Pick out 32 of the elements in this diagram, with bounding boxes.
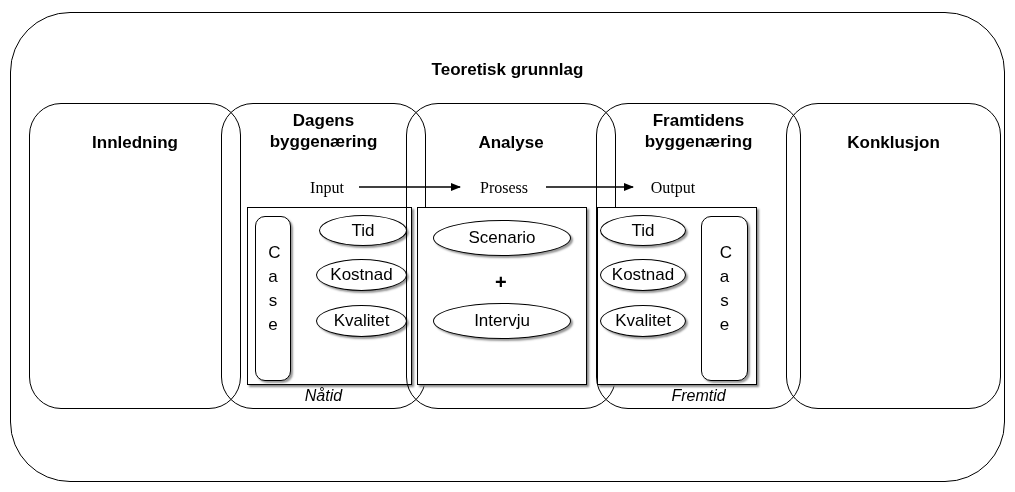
arrow [358,183,461,191]
content-frame [417,207,587,385]
heading-text: Teoretisk grunnlag [430,59,585,80]
content-frame [597,207,757,385]
arrow [545,183,634,191]
heading-text: Analyse [477,132,545,153]
case-box: Case [255,216,291,381]
heading-text: Dagens byggenæring [268,110,379,152]
ellipse-node: Scenario [433,220,571,256]
ellipse-node: Tid [600,215,686,246]
column-panel [786,103,1001,409]
frame-panel [10,12,1005,482]
heading-text: Innledning [91,132,179,153]
caption-text: Nåtid [303,387,344,405]
flow-label: Output [637,177,709,199]
heading-text: Konklusjon [846,132,941,153]
plus-sign: + [495,271,507,294]
column-panel [29,103,241,409]
content-frame [247,207,412,385]
case-box: Case [701,216,748,381]
heading-text: Framtidens byggenæring [643,110,754,152]
ellipse-node: Kostnad [316,259,407,291]
flow-label: Prosess [464,177,544,199]
column-panel [596,103,801,409]
ellipse-node: Intervju [433,303,571,339]
ellipse-node: Tid [319,215,407,246]
ellipse-node: Kostnad [600,259,686,291]
caption-text: Fremtid [670,387,727,405]
flow-label: Input [297,177,357,199]
ellipse-node: Kvalitet [600,305,686,337]
column-panel [221,103,426,409]
ellipse-node: Kvalitet [316,305,407,337]
